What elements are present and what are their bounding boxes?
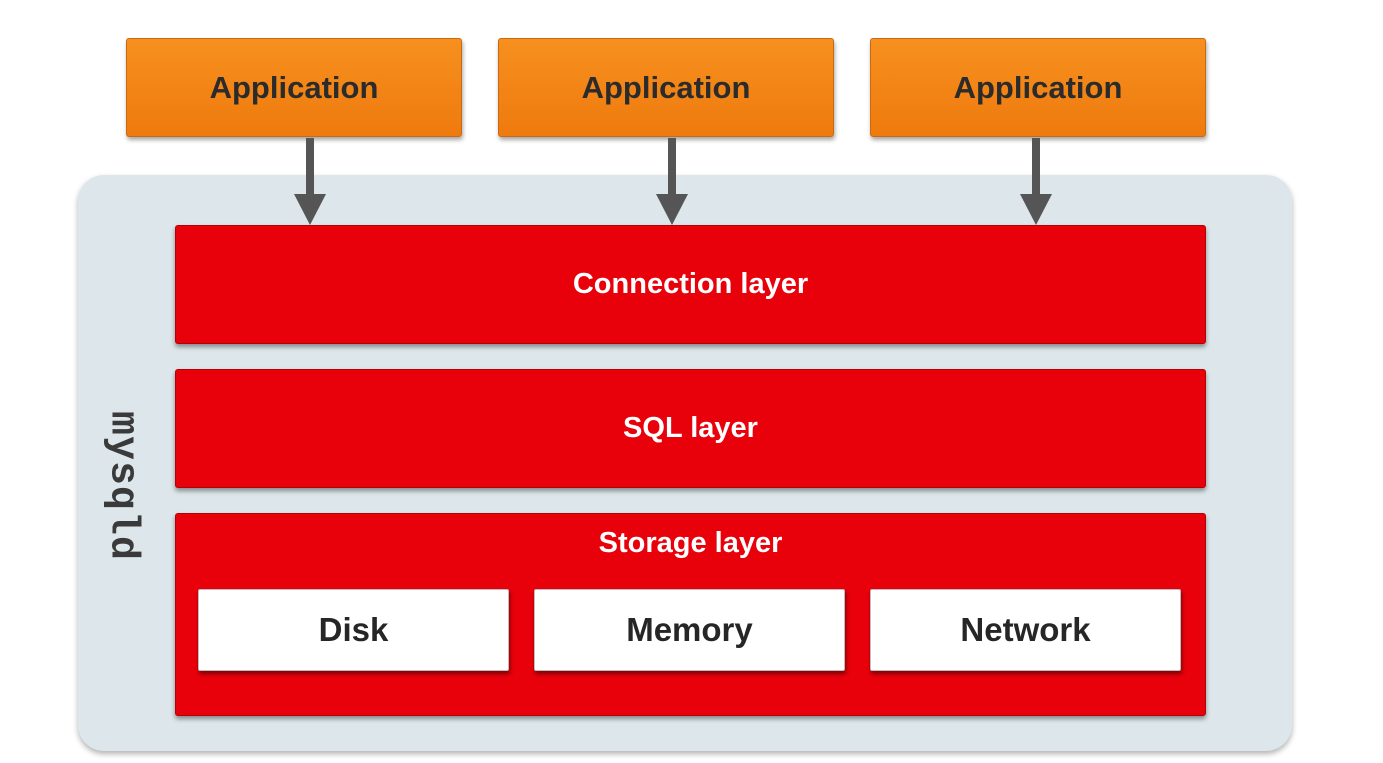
storage-engine-disk: Disk [198,589,509,671]
mysqld-label: mysqld [99,410,145,562]
storage-engine-memory-label: Memory [626,611,753,648]
application-box-3: Application [870,38,1206,137]
connection-layer: Connection layer [175,225,1206,344]
storage-engine-network: Network [870,589,1181,671]
application-box-2: Application [498,38,834,137]
storage-engine-network-label: Network [960,611,1091,648]
connection-layer-title: Connection layer [572,268,809,300]
storage-layer-title: Storage layer [598,527,783,559]
application-label-3: Application [953,69,1123,105]
application-label-1: Application [209,69,379,105]
storage-engine-disk-label: Disk [318,611,389,648]
application-box-1: Application [126,38,462,137]
sql-layer-title: SQL layer [623,412,758,444]
storage-engine-memory: Memory [534,589,845,671]
sql-layer: SQL layer [175,369,1206,488]
application-label-2: Application [581,69,751,105]
